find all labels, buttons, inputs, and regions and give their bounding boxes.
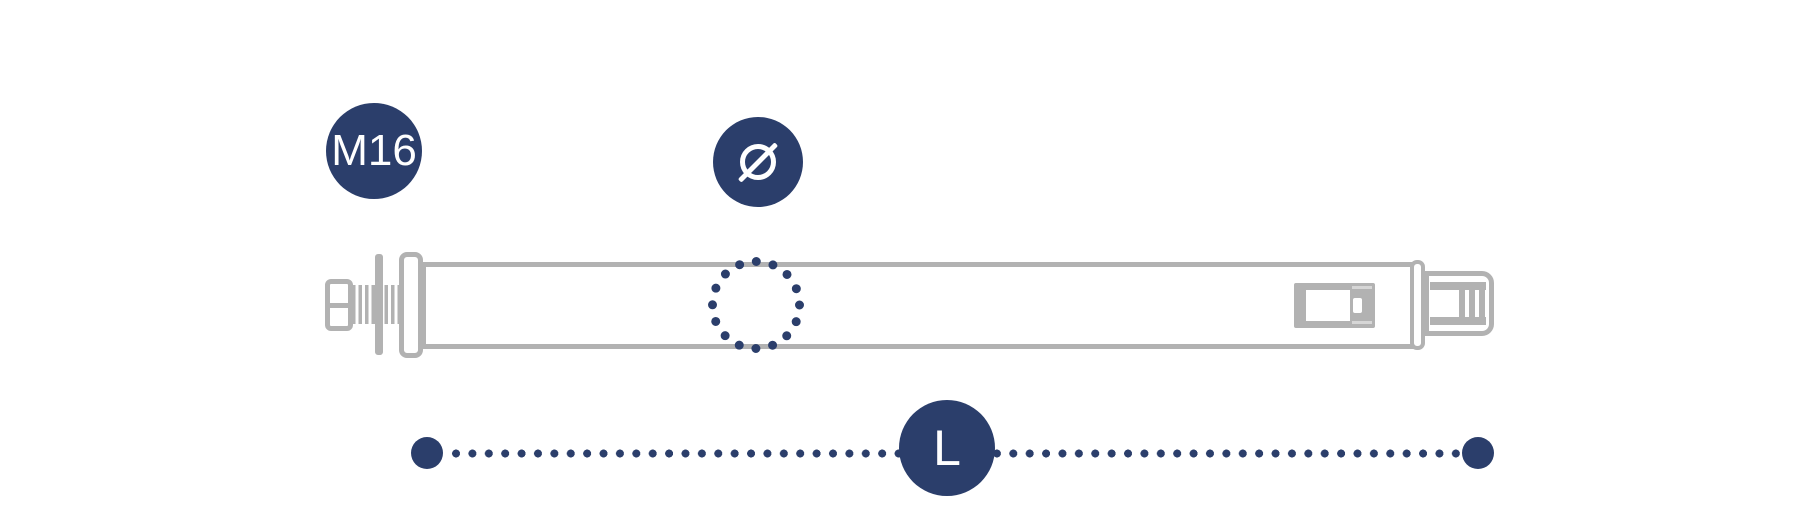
slot-highlight-top: [1352, 286, 1372, 289]
expansion-slot-pin: [1353, 298, 1362, 313]
length-symbol-label: L: [933, 420, 961, 476]
washer: [375, 254, 383, 355]
diameter-symbol-label: Ø: [730, 134, 731, 135]
expansion-slot-window: [1306, 290, 1350, 321]
bolt-hex-head: [325, 279, 353, 331]
expansion-cone-rail-top: [1430, 282, 1486, 290]
diameter-symbol-ring: [740, 144, 776, 180]
expansion-cone-ridge: [1479, 282, 1485, 325]
dimension-line-left-endpoint: [411, 437, 443, 469]
expansion-cone-ridge: [1469, 282, 1475, 325]
length-badge: L: [899, 400, 995, 496]
collar-flange: [399, 252, 423, 358]
diameter-indicator-dotted-circle: [708, 257, 804, 353]
thread-size-badge: M16: [326, 103, 422, 199]
slot-highlight-bottom: [1352, 321, 1372, 324]
anchor-sleeve-body: [421, 262, 1416, 349]
diameter-badge: Ø: [713, 117, 803, 207]
thread-size-label: M16: [331, 126, 417, 175]
sleeve-end-cap: [1410, 260, 1425, 350]
diameter-symbol-icon: Ø: [730, 134, 786, 190]
dimension-line-right-endpoint: [1462, 437, 1494, 469]
hex-head-facet-line: [330, 302, 348, 308]
expansion-cone-ridge: [1459, 282, 1465, 325]
expansion-cone-rail-bottom: [1430, 317, 1486, 325]
